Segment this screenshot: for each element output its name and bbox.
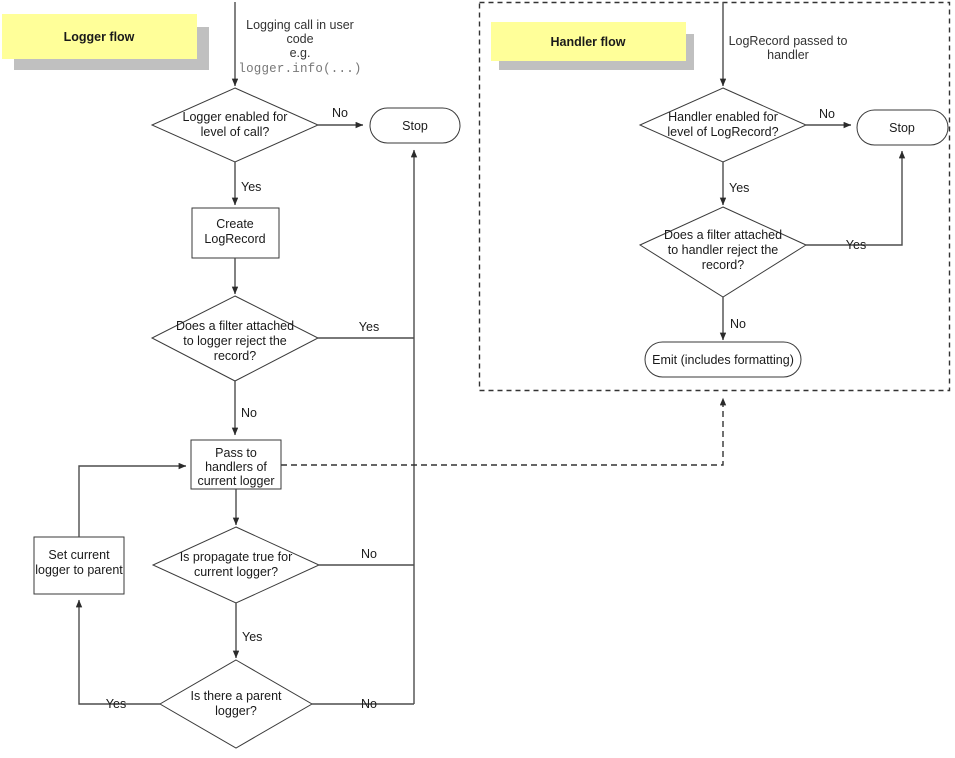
logger-flow-banner-fill <box>2 14 197 59</box>
logrecord-passed-line-1: LogRecord passed to <box>729 34 848 48</box>
is-propagate-line-2: current logger? <box>194 565 278 579</box>
handler-flow-banner-label: Handler flow <box>550 35 625 49</box>
node-logger-enabled: Logger enabled for level of call? <box>150 87 320 163</box>
stop-right-label: Stop <box>889 121 915 135</box>
pass-to-handlers-shape <box>190 439 282 490</box>
stop-left-label: Stop <box>402 119 428 133</box>
has-parent-line-2: logger? <box>215 704 257 718</box>
set-parent-shape <box>33 536 125 595</box>
stop-right-shape <box>856 109 949 146</box>
edge-set-parent-to-pass <box>78 462 187 537</box>
handler-enabled-line-1: Handler enabled for <box>668 110 778 124</box>
logging-call-line-1: Logging call in user <box>246 18 354 32</box>
node-has-parent: Is there a parent logger? <box>159 659 313 749</box>
stop-left-shape <box>369 107 461 144</box>
pass-to-handlers-line-2: handlers of <box>205 460 267 474</box>
edge-handler-filter-yes <box>806 150 906 246</box>
node-pass-to-handlers: Pass to handlers of current logger <box>190 439 282 490</box>
edge-label-handler-filter-no: No <box>730 317 746 331</box>
edge-label-handler-enabled-no: No <box>819 107 835 121</box>
has-parent-diamond <box>159 659 313 749</box>
logging-call-annotation: Logging call in user code e.g. logger.in… <box>238 18 361 76</box>
node-is-propagate: Is propagate true for current logger? <box>151 526 321 604</box>
create-logrecord-line-2: LogRecord <box>204 232 265 246</box>
logging-call-code: logger.info(...) <box>238 62 361 76</box>
edge-label-parent-yes: Yes <box>106 697 126 711</box>
logger-enabled-line-1: Logger enabled for <box>183 110 288 124</box>
edge-label-logger-enabled-no: No <box>332 106 348 120</box>
edge-label-propagate-no: No <box>361 547 377 561</box>
edge-label-handler-filter-yes: Yes <box>846 238 866 252</box>
create-logrecord-shape <box>191 207 280 259</box>
edge-parent-yes <box>75 599 160 705</box>
handler-filter-line-2: to handler reject the <box>668 243 779 257</box>
logger-flow-banner: Logger flow <box>2 14 209 70</box>
edge-pass-to-handler-flow <box>281 397 727 466</box>
logging-call-line-2: code <box>286 32 313 46</box>
edge-label-handler-enabled-yes: Yes <box>729 181 749 195</box>
handler-flow-banner-fill <box>491 22 686 61</box>
logger-filter-line-2: to logger reject the <box>183 334 287 348</box>
handler-enabled-line-2: level of LogRecord? <box>667 125 778 139</box>
emit-label: Emit (includes formatting) <box>652 353 794 367</box>
pass-to-handlers-line-3: current logger <box>197 474 274 488</box>
set-parent-line-2: logger to parent <box>35 563 123 577</box>
node-stop-left: Stop <box>369 107 461 144</box>
create-logrecord-line-1: Create <box>216 217 254 231</box>
node-stop-right: Stop <box>856 109 949 146</box>
set-parent-line-1: Set current <box>48 548 110 562</box>
pass-to-handlers-line-1: Pass to <box>215 446 257 460</box>
handler-flow-banner: Handler flow <box>491 22 694 70</box>
node-handler-enabled: Handler enabled for level of LogRecord? <box>638 87 808 163</box>
logger-flow-banner-label: Logger flow <box>64 30 135 44</box>
edge-label-propagate-yes: Yes <box>242 630 262 644</box>
emit-shape <box>644 341 802 378</box>
logger-filter-line-1: Does a filter attached <box>176 319 294 333</box>
logrecord-passed-annotation: LogRecord passed to handler <box>729 34 848 62</box>
has-parent-line-1: Is there a parent <box>190 689 282 703</box>
node-handler-filter: Does a filter attached to handler reject… <box>638 206 808 298</box>
handler-filter-line-3: record? <box>702 258 744 272</box>
edge-label-logger-filter-no: No <box>241 406 257 420</box>
logger-filter-line-3: record? <box>214 349 256 363</box>
handler-filter-line-1: Does a filter attached <box>664 228 782 242</box>
is-propagate-line-1: Is propagate true for <box>180 550 293 564</box>
logging-call-line-3: e.g. <box>290 46 311 60</box>
edge-label-parent-no: No <box>361 697 377 711</box>
node-logger-filter: Does a filter attached to logger reject … <box>150 295 320 382</box>
node-emit: Emit (includes formatting) <box>644 341 802 378</box>
node-set-parent: Set current logger to parent <box>33 536 125 595</box>
logger-enabled-line-2: level of call? <box>201 125 270 139</box>
logrecord-passed-line-2: handler <box>767 48 809 62</box>
handler-flow-group-border <box>478 1 951 392</box>
node-create-logrecord: Create LogRecord <box>191 207 280 259</box>
edge-label-logger-enabled-yes: Yes <box>241 180 261 194</box>
edge-label-logger-filter-yes: Yes <box>359 320 379 334</box>
